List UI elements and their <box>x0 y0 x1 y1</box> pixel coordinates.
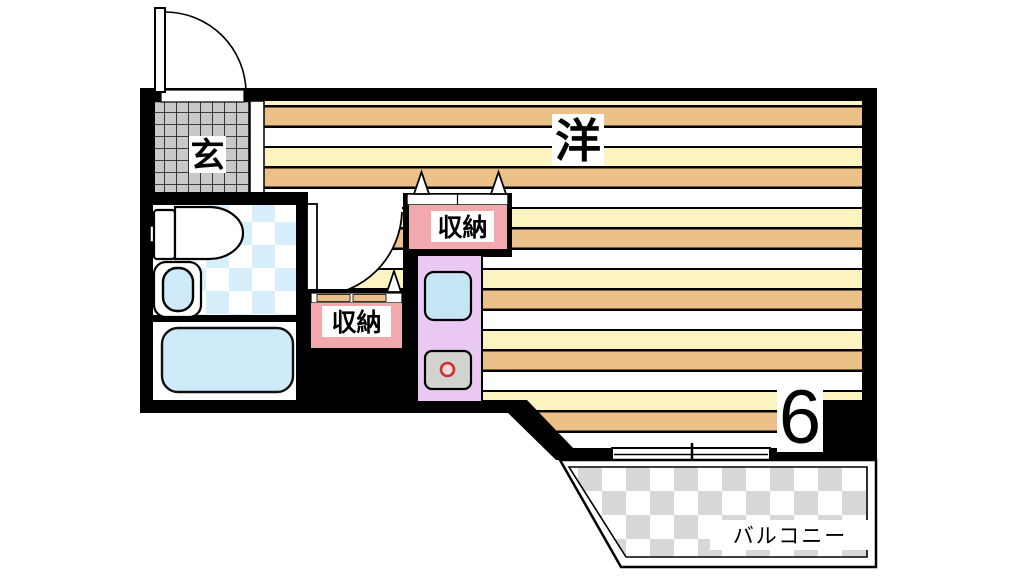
room-label: 洋 <box>555 115 601 167</box>
closet-lower-door-panel-right <box>352 294 387 302</box>
balcony: バルコニー <box>557 458 878 569</box>
bathroom <box>149 205 296 400</box>
closet-upper-label-bg <box>431 211 494 242</box>
entrance-door-leaf <box>154 7 166 93</box>
closet-upper-pleat-left-icon <box>412 169 431 195</box>
closet-lower-label: 収納 <box>331 308 381 337</box>
entrance-door-swing-arc <box>164 11 247 93</box>
entrance-label-bg <box>189 136 226 173</box>
wall-top <box>140 88 877 101</box>
unit-number: 6 <box>779 375 821 460</box>
closet-lower-pleat-icon <box>385 268 403 293</box>
entrance-label: 玄 <box>191 137 225 175</box>
entrance-step <box>249 100 265 198</box>
wall-right <box>862 88 877 460</box>
entrance-area: 玄 <box>151 99 265 199</box>
interior-door-swing-area <box>308 192 402 297</box>
interior-door-leaf <box>306 203 318 298</box>
kitchen-sink <box>423 270 473 322</box>
walls <box>140 88 877 460</box>
toilet-bowl <box>173 205 245 261</box>
closet-lower-door-panel-left <box>316 294 351 302</box>
wall-bottom-mid <box>556 448 616 460</box>
wall-bath-divider <box>153 315 298 322</box>
closet-lower-label-bg <box>322 306 391 337</box>
entrance-door <box>154 7 247 103</box>
entrance-door-threshold <box>160 89 245 103</box>
kitchen <box>416 254 483 403</box>
wall-fill-below-closet <box>296 345 422 413</box>
unit-number-bg <box>777 372 823 452</box>
closet-lower: 収納 <box>306 268 407 352</box>
closet-upper-pleat-right-icon <box>489 169 508 195</box>
wall-left <box>140 88 155 413</box>
balcony-label-bg <box>710 520 870 550</box>
closet-upper: 収納 <box>403 169 512 257</box>
toilet-tank <box>152 208 177 261</box>
wall-slant <box>508 400 574 460</box>
unit-number-group: 6 <box>777 372 823 460</box>
wall-bathroom-top <box>140 192 312 205</box>
room-label-bg <box>552 114 604 166</box>
western-room-label-group: 洋 <box>552 114 604 167</box>
closet-upper-label: 収納 <box>437 213 487 242</box>
bathtub <box>160 326 295 394</box>
balcony-label: バルコニー <box>733 525 848 548</box>
sink-basin <box>161 266 195 313</box>
stove-burner-icon <box>439 361 456 378</box>
balcony-window <box>611 443 771 467</box>
wall-corner-block <box>818 400 877 460</box>
